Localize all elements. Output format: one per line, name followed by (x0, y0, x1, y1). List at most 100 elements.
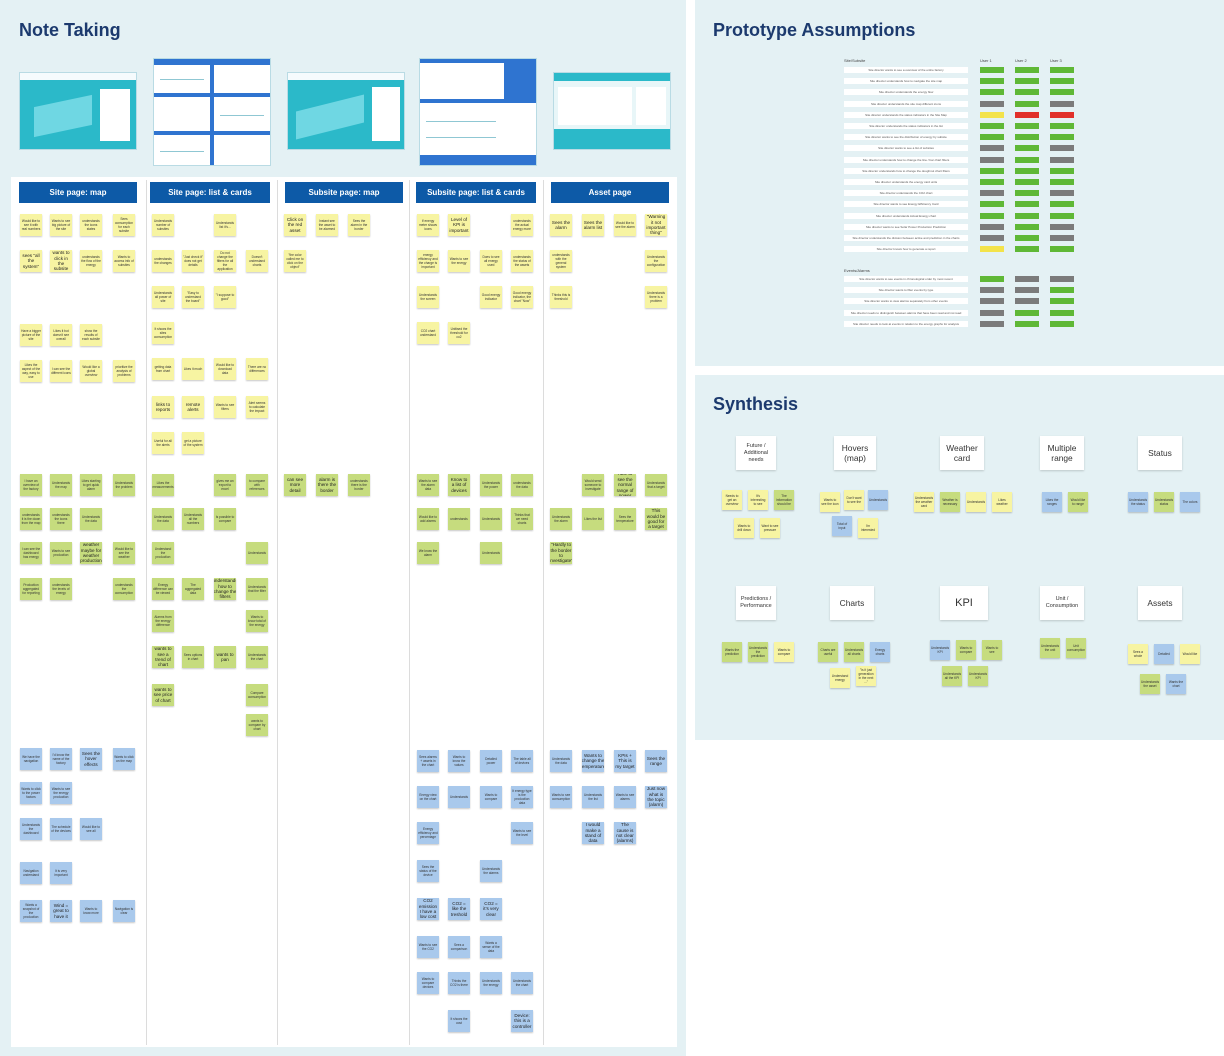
synthesis-sticky-note[interactable]: Charts are useful (818, 642, 838, 662)
sticky-note[interactable]: Wants to see alarms (614, 786, 636, 808)
sticky-note[interactable]: Wants to see the energy (448, 250, 470, 272)
thumbnail-asset-page[interactable] (553, 72, 671, 150)
synthesis-sticky-note[interactable]: Weather is necessary (940, 492, 960, 512)
sticky-note[interactable]: Wants to click to the power factors (20, 782, 42, 804)
sticky-note[interactable]: There are no differences (246, 358, 268, 380)
sticky-note[interactable]: "Just check it" does not get details (182, 250, 204, 272)
sticky-note[interactable]: Device: this is a controller (511, 1010, 533, 1032)
sticky-note[interactable]: Wants to see consumption (550, 786, 572, 808)
synthesis-sticky-note[interactable]: Understands the asset (1140, 674, 1160, 694)
sticky-note[interactable]: Wants to access info of subsites (113, 250, 135, 272)
sticky-note[interactable]: "Hardly to the border to investigate" (550, 542, 572, 564)
sticky-note[interactable]: Understands the energy (480, 972, 502, 994)
sticky-note[interactable]: understands the actual energy more (511, 214, 533, 236)
synthesis-sticky-note[interactable]: Wants to see the icon (820, 492, 840, 512)
sticky-note[interactable]: wants to pan (214, 646, 236, 668)
synthesis-sticky-note[interactable]: Understands KPI (968, 666, 988, 686)
sticky-note[interactable]: Production aggregated for reporting (20, 578, 42, 600)
sticky-note[interactable]: Alert seems to calculate the impact (246, 396, 268, 418)
sticky-note[interactable]: Wants to know total of the energy (246, 610, 268, 632)
synthesis-sticky-note[interactable]: Understands (966, 492, 986, 512)
synthesis-topic-card[interactable]: Future / Additional needs (736, 436, 776, 470)
sticky-note[interactable]: Understands the alarms (480, 860, 502, 882)
sticky-note[interactable]: Is possible to compare (214, 508, 236, 530)
synthesis-topic-card[interactable]: Charts (830, 586, 874, 620)
sticky-note[interactable]: Able to see the normal range of power (614, 474, 636, 496)
sticky-note[interactable]: Wants to see the energy production (50, 782, 72, 804)
sticky-note[interactable]: Understands the chart (511, 972, 533, 994)
sticky-note[interactable]: Understands (480, 542, 502, 564)
sticky-note[interactable]: Wants to click on the map (113, 748, 135, 770)
synthesis-sticky-note[interactable]: I'm interested (858, 518, 878, 538)
thumbnail-site-list[interactable] (153, 58, 271, 166)
synthesis-sticky-note[interactable]: Wants the prediction (722, 642, 742, 662)
sticky-note[interactable]: Unitised the threshold for co2 (448, 322, 470, 344)
sticky-note[interactable]: "I suppose to good" (214, 286, 236, 308)
sticky-note[interactable]: Understands (246, 542, 268, 564)
synthesis-sticky-note[interactable]: It's interesting to see (748, 490, 768, 510)
sticky-note[interactable]: wants to compare by chart (246, 714, 268, 736)
synthesis-sticky-note[interactable]: Want to see pressure (760, 518, 780, 538)
sticky-note[interactable]: getting data from chart (152, 358, 174, 380)
sticky-note[interactable]: Understands the dashboard (20, 818, 42, 840)
synthesis-sticky-note[interactable]: Understands (868, 490, 888, 510)
sticky-note[interactable]: Level of KPI is important (448, 214, 470, 236)
sticky-note[interactable]: Likes the aspect of the way, easy to use (20, 360, 42, 382)
sticky-note[interactable]: Wants to change the temperature (582, 750, 604, 772)
sticky-note[interactable]: Understands the alarm (550, 508, 572, 530)
synthesis-sticky-note[interactable]: Wants to compare (774, 642, 794, 662)
sticky-note[interactable]: Wants to know the values (448, 750, 470, 772)
synthesis-topic-card[interactable]: Hovers (map) (834, 436, 876, 470)
sticky-note[interactable]: Understands the screen (417, 286, 439, 308)
sticky-note[interactable]: Useful for all the alerts (152, 432, 174, 454)
sticky-note[interactable]: CO2 chart understand (417, 322, 439, 344)
synthesis-sticky-note[interactable]: Understands the unit (1040, 638, 1060, 658)
sticky-note[interactable]: KPIs + This is my target (614, 750, 636, 772)
sticky-note[interactable]: Understands number of subsites (152, 214, 174, 236)
synthesis-sticky-note[interactable]: Understands all charts (844, 642, 864, 662)
sticky-note[interactable]: Would send someone to investigate (582, 474, 604, 496)
sticky-note[interactable]: Good energy indicator, the chart "Now" (511, 286, 533, 308)
sticky-note[interactable]: Sees the status of the device (417, 860, 439, 882)
thumbnail-subsite-map[interactable] (287, 72, 405, 150)
sticky-note[interactable]: I would make a stand of data (582, 822, 604, 844)
sticky-note[interactable]: Sees the alarm list (582, 214, 604, 236)
sticky-note[interactable]: Would like to see the alarm (614, 214, 636, 236)
sticky-note[interactable]: Thinks this is threshold (550, 286, 572, 308)
sticky-note[interactable]: Wants to see production (50, 542, 72, 564)
sticky-note[interactable]: Sees the alarm (550, 214, 572, 236)
synthesis-sticky-note[interactable]: Wants to compare (956, 640, 976, 660)
sticky-note[interactable]: Understands the data (152, 508, 174, 530)
synthesis-topic-card[interactable]: Weather card (940, 436, 984, 470)
sticky-note[interactable]: Wants a snapshot of the production (20, 900, 42, 922)
sticky-note[interactable]: Wants to see the CO2 (417, 936, 439, 958)
sticky-note[interactable]: Compare consumption (246, 684, 268, 706)
sticky-note[interactable]: Wants to see the level (511, 822, 533, 844)
sticky-note[interactable]: Doesn't understand charts (246, 250, 268, 272)
sticky-note[interactable]: Would like to add alarms (417, 508, 439, 530)
sticky-note[interactable]: Understands the list (582, 786, 604, 808)
sticky-note[interactable]: weather maybe for weather production (80, 542, 102, 564)
synthesis-sticky-note[interactable]: Needs to get an overview (722, 490, 742, 510)
sticky-note[interactable]: prioritize the analysis of problems (113, 360, 135, 382)
sticky-note[interactable]: Understands the chart (246, 646, 268, 668)
sticky-note[interactable]: Wants to compare devices (417, 972, 439, 994)
synthesis-topic-card[interactable]: KPI (940, 586, 988, 620)
sticky-note[interactable]: Detailed power (480, 750, 502, 772)
sticky-note[interactable]: Alarms from the energy difference (152, 610, 174, 632)
sticky-note[interactable]: I can see the different icons (50, 360, 72, 382)
sticky-note[interactable]: understands (448, 508, 470, 530)
sticky-note[interactable]: understands the data (511, 474, 533, 496)
sticky-note[interactable]: Understands the data (550, 750, 572, 772)
synthesis-sticky-note[interactable]: Understands the prediction (748, 642, 768, 662)
sticky-note[interactable]: gives me an export to excel (214, 474, 236, 496)
synthesis-sticky-note[interactable]: Likes the ranges (1042, 492, 1062, 512)
sticky-note[interactable]: Understands (448, 786, 470, 808)
sticky-note[interactable]: understands the icons there (50, 508, 72, 530)
synthesis-sticky-note[interactable]: Likes weather (992, 492, 1012, 512)
sticky-note[interactable]: Sees consumption for each subsite (113, 214, 135, 236)
sticky-note[interactable]: Understands the map (50, 474, 72, 496)
sticky-note[interactable]: Likes the list (582, 508, 604, 530)
sticky-note[interactable]: Understands all the numbers (182, 508, 204, 530)
sticky-note[interactable]: Understands all power of site (152, 286, 174, 308)
